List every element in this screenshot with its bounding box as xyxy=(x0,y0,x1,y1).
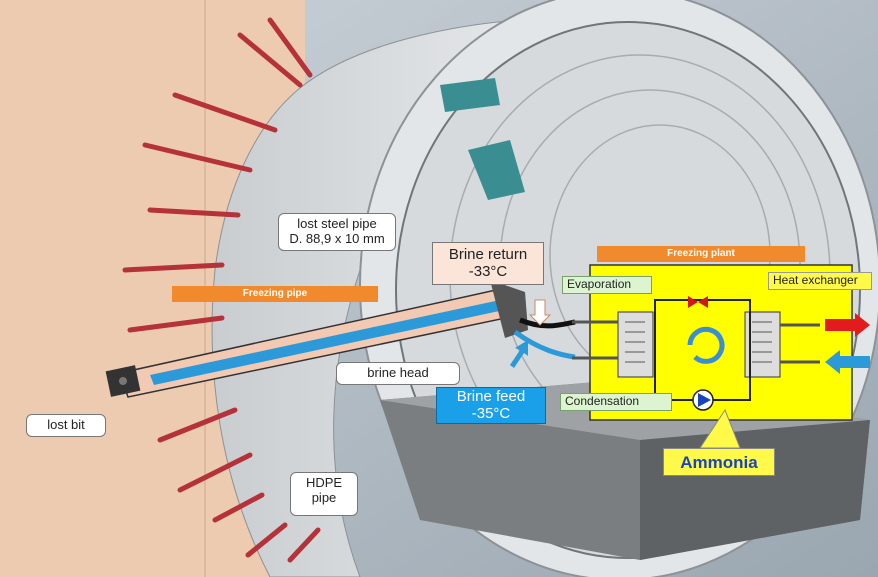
lost-steel-pipe-dimension: D. 88,9 x 10 mm xyxy=(289,230,385,246)
brine-return-temp: -33°C xyxy=(468,263,508,281)
teal-segment xyxy=(468,140,525,200)
evaporation-tag: Evaporation xyxy=(562,276,652,294)
heat-out-arrow-icon xyxy=(825,313,870,337)
freezing-pipe-assembly xyxy=(105,280,576,398)
brine-feed-label: Brine feed -35°C xyxy=(436,387,546,424)
teal-segment xyxy=(440,78,500,112)
heat-exchanger-tag: Heat exchanger xyxy=(768,272,872,290)
freezing-plant-bar: Freezing plant xyxy=(597,246,805,262)
heat-in-arrow-icon xyxy=(825,350,870,374)
hdpe-pipe-label: HDPE pipe xyxy=(290,472,358,516)
brine-head-label: brine head xyxy=(336,362,460,385)
brine-feed-temp: -35°C xyxy=(471,405,511,423)
brine-return-text: Brine return xyxy=(448,246,528,263)
freezing-rods xyxy=(122,17,321,563)
lost-steel-pipe-text: lost steel pipe xyxy=(297,216,377,231)
freezing-pipe-bar: Freezing pipe xyxy=(172,286,378,302)
brine-feed-text: Brine feed xyxy=(456,388,526,405)
brine-return-label: Brine return -33°C xyxy=(432,242,544,285)
condensation-tag: Condensation xyxy=(560,393,672,411)
lost-steel-pipe-label: lost steel pipe D. 88,9 x 10 mm xyxy=(278,213,396,251)
ammonia-label: Ammonia xyxy=(663,448,775,476)
lost-bit-label: lost bit xyxy=(26,414,106,437)
